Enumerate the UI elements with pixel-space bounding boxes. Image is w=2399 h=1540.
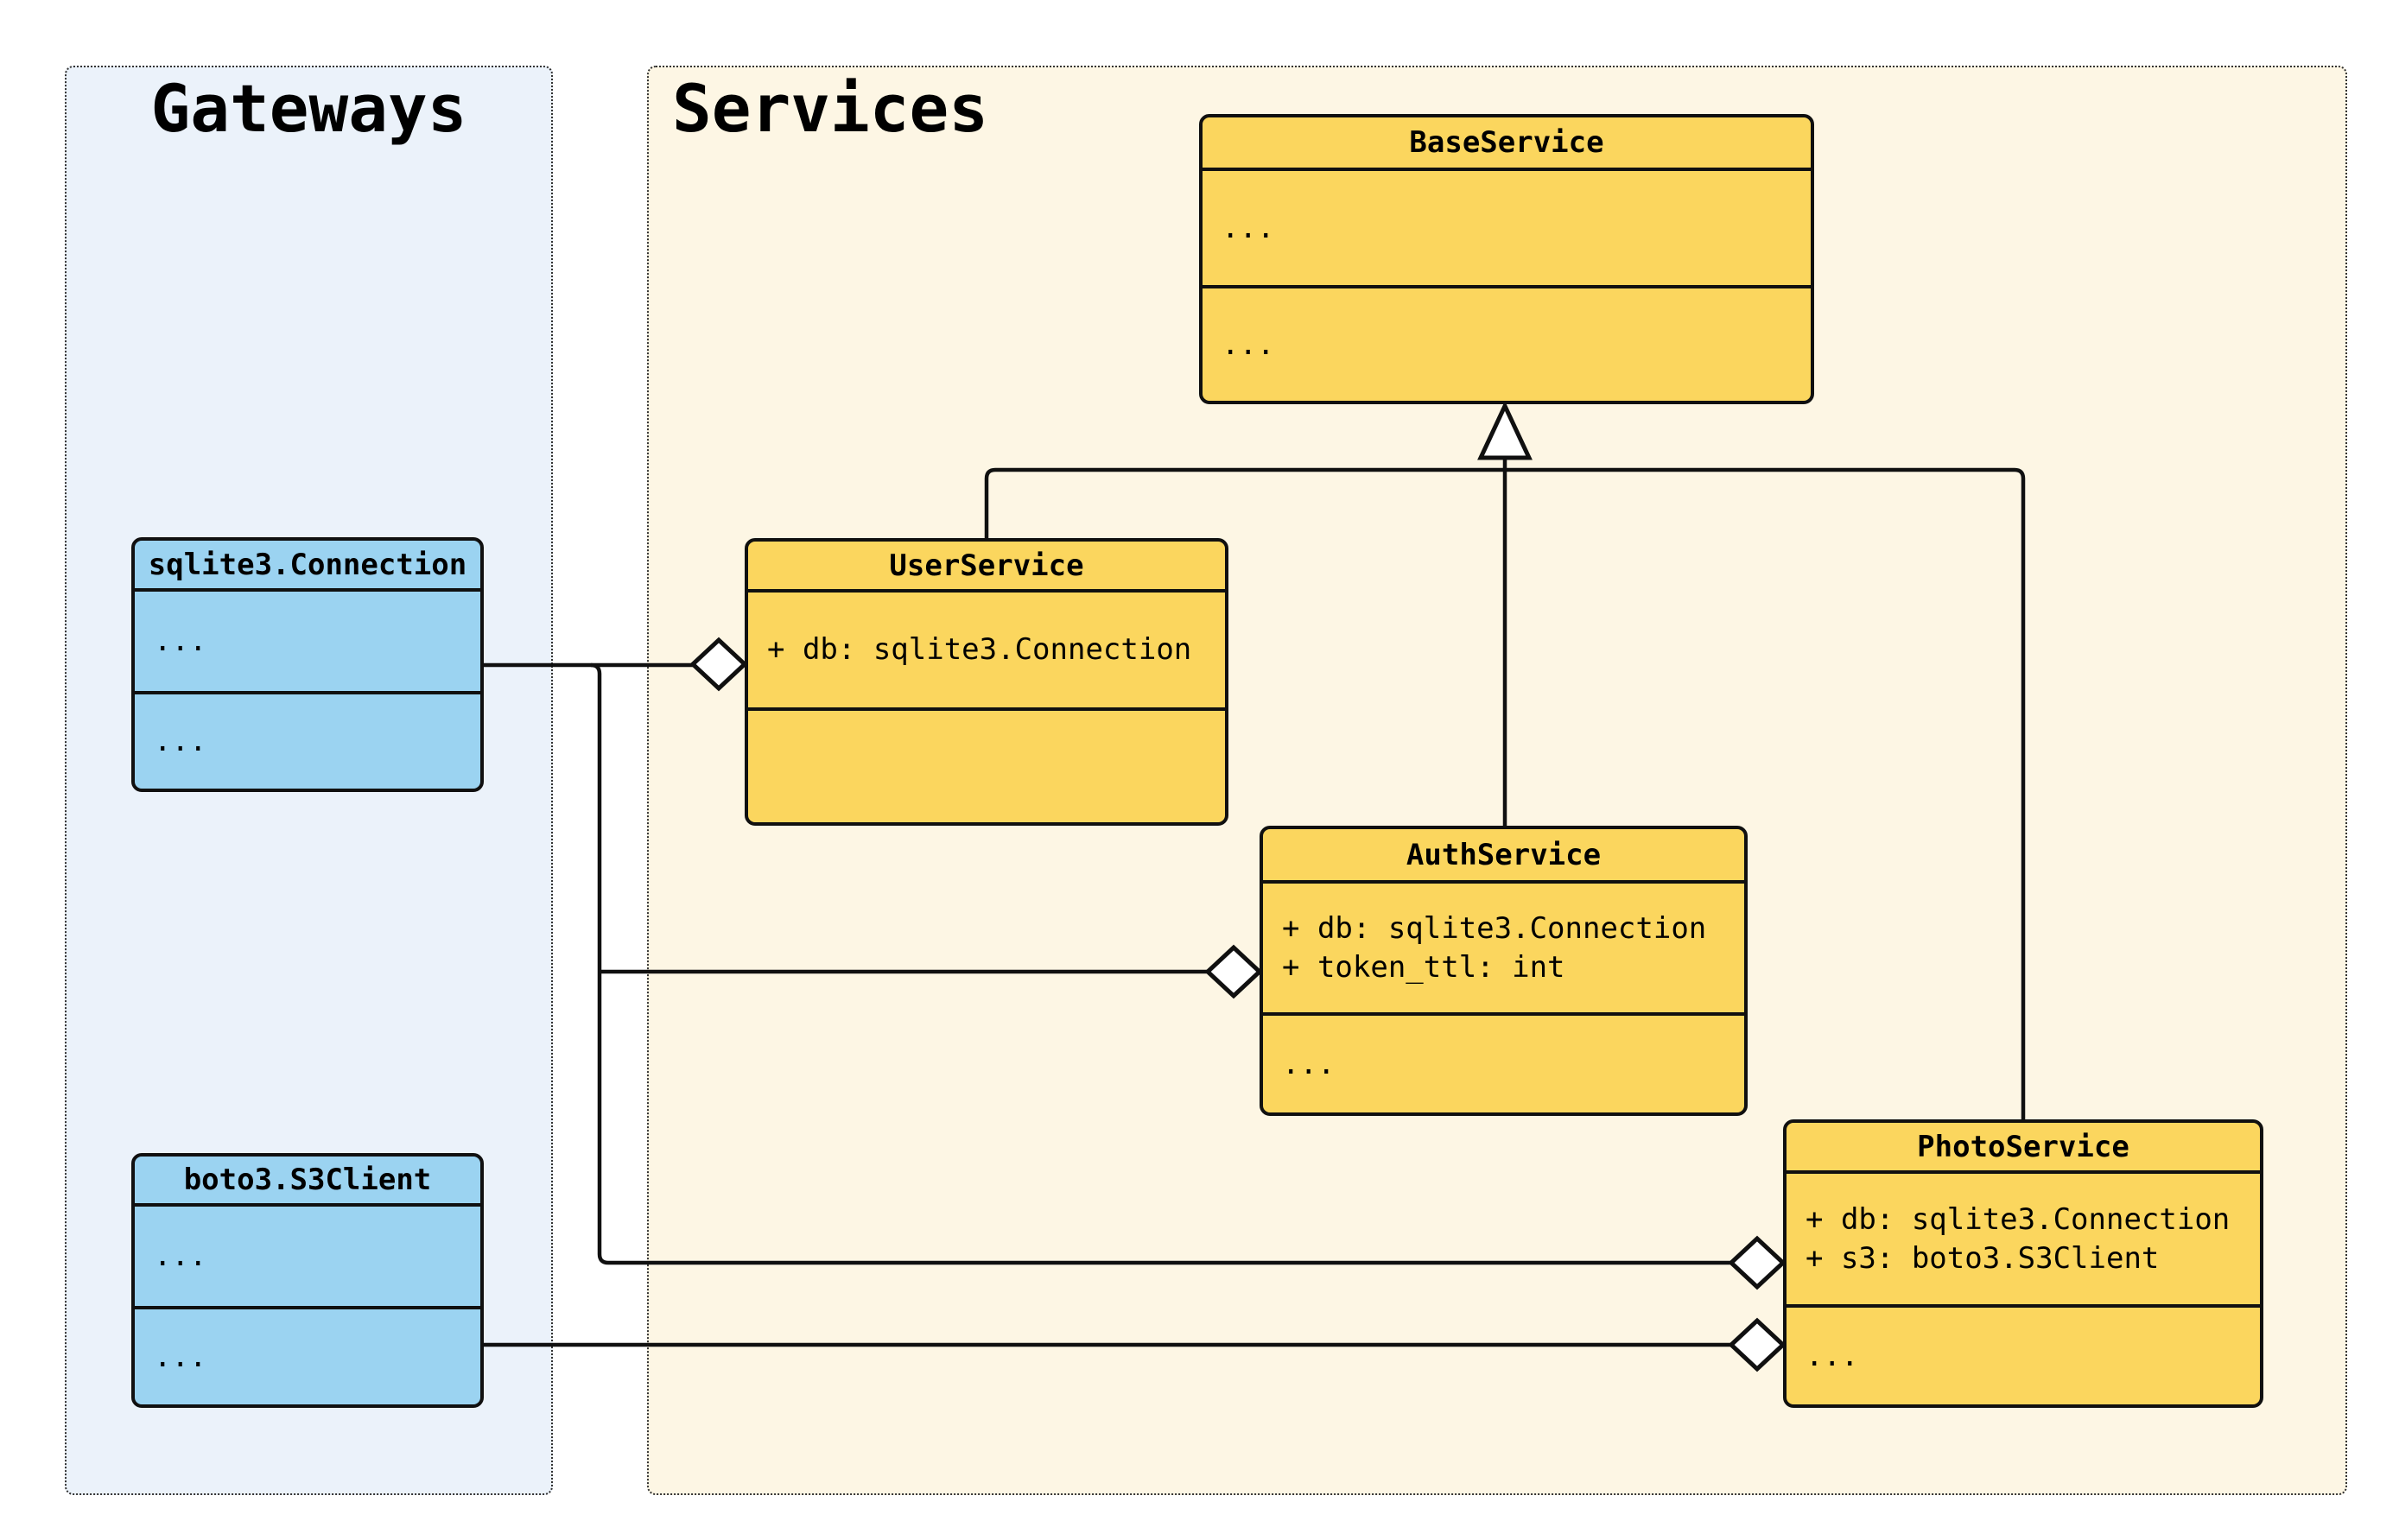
method-row: ... [1806,1338,1859,1373]
class-baseservice: BaseService ... ... [1199,114,1814,404]
class-boto3-s3client-title: boto3.S3Client [183,1163,432,1197]
class-authservice-attributes: + db: sqlite3.Connection + token_ttl: in… [1263,880,1744,1012]
method-row: ... [154,724,207,758]
class-userservice-attributes: + db: sqlite3.Connection [748,589,1225,707]
method-row: ... [1222,326,1275,362]
attribute-row: + db: sqlite3.Connection [1806,1201,2231,1237]
class-boto3-s3client-attributes: ... [135,1203,480,1306]
class-photoservice: PhotoService + db: sqlite3.Connection + … [1783,1119,2263,1408]
class-userservice-title: UserService [889,548,1084,583]
edge-sqlite-branch-photoservice [590,662,1733,1265]
attribute-row: + db: sqlite3.Connection [1282,910,1707,946]
class-photoservice-methods: ... [1787,1304,2260,1404]
class-sqlite3-connection-title: sqlite3.Connection [148,547,467,582]
class-photoservice-attributes: + db: sqlite3.Connection + s3: boto3.S3C… [1787,1170,2260,1304]
class-baseservice-title: BaseService [1409,125,1604,160]
class-authservice: AuthService + db: sqlite3.Connection + t… [1260,826,1748,1116]
class-userservice: UserService + db: sqlite3.Connection [745,538,1228,826]
inheritance-triangle-icon [1477,401,1533,460]
aggregation-diamond-authservice-icon [1204,944,1263,999]
attribute-row: + token_ttl: int [1282,949,1565,985]
attribute-row: ... [1222,210,1275,245]
class-sqlite3-connection-attributes: ... [135,588,480,691]
aggregation-diamond-userservice-icon [689,637,748,692]
method-row: ... [154,1339,207,1374]
attribute-row: ... [154,1239,207,1273]
class-userservice-methods [748,707,1225,822]
aggregation-diamond-photoservice-db-icon [1728,1235,1787,1290]
attribute-row: ... [154,624,207,658]
panel-services-label: Services [672,70,989,147]
class-boto3-s3client: boto3.S3Client ... ... [131,1153,484,1408]
class-boto3-s3client-methods: ... [135,1306,480,1404]
class-sqlite3-connection: sqlite3.Connection ... ... [131,537,484,792]
class-baseservice-attributes: ... [1203,168,1811,285]
class-authservice-methods: ... [1263,1012,1744,1112]
class-authservice-title: AuthService [1406,837,1602,872]
class-sqlite3-connection-methods: ... [135,691,480,789]
method-row: ... [1282,1046,1336,1081]
attribute-row: + db: sqlite3.Connection [767,632,1192,667]
class-baseservice-methods: ... [1203,285,1811,401]
aggregation-diamond-photoservice-s3-icon [1728,1317,1787,1372]
class-photoservice-title: PhotoService [1917,1129,2129,1164]
panel-gateways-label: Gateways [150,70,467,147]
attribute-row: + s3: boto3.S3Client [1806,1240,2160,1276]
